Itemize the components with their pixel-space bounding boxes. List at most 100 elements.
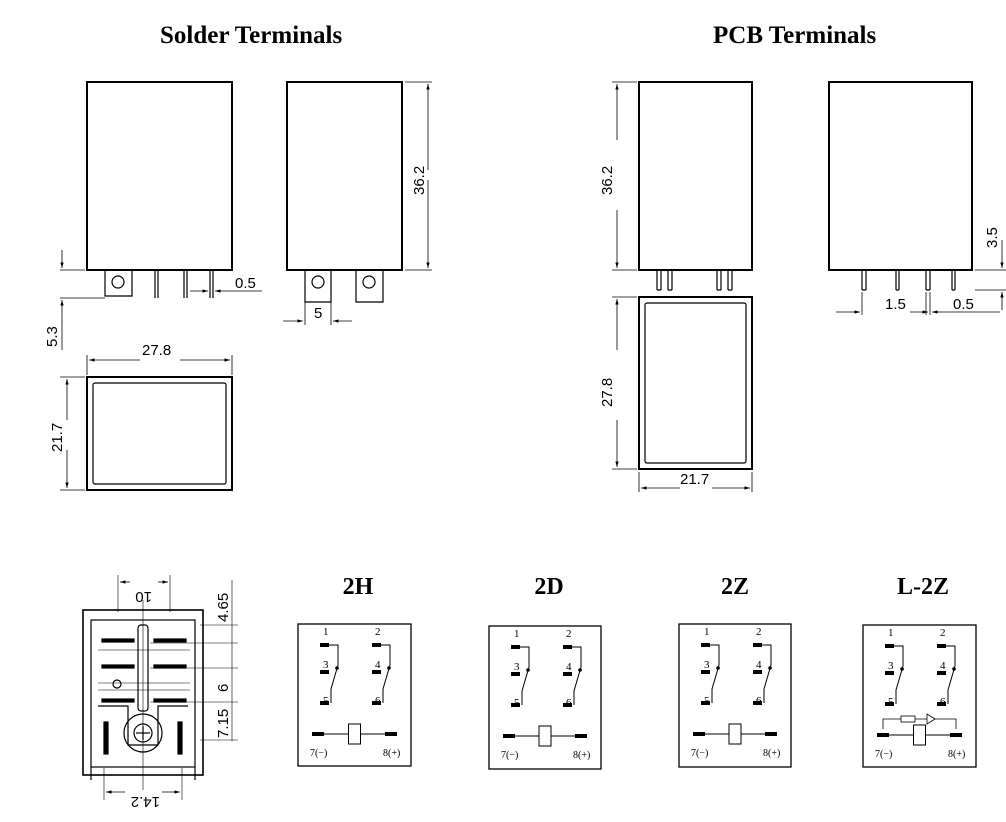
coil-pin	[575, 734, 587, 738]
pin-label: 3	[704, 659, 710, 671]
schematic-title: 2D	[534, 574, 563, 600]
pin-label: 3	[323, 659, 329, 671]
coil-pin	[693, 732, 705, 736]
schematic-frame	[297, 623, 412, 767]
coil-pin	[503, 734, 515, 738]
contact-pad	[511, 645, 520, 649]
pcb-width-label: 21.7	[680, 471, 709, 488]
contact-pad	[511, 703, 520, 707]
contact-pad	[320, 643, 329, 647]
coil-pin	[877, 733, 889, 737]
pin-label: 1	[704, 626, 710, 638]
contact-pad	[753, 670, 762, 674]
pin-label: 2	[566, 628, 572, 640]
pin-label: 3	[888, 660, 894, 672]
solder-pin-length-label: 5.3	[44, 326, 61, 347]
pin-label: 4	[756, 659, 762, 671]
solder-width-label: 21.7	[49, 423, 66, 452]
pcb-length-label: 27.8	[599, 378, 616, 407]
contact-dot	[335, 666, 339, 670]
solder-side-view	[283, 81, 432, 325]
contact-dot	[578, 668, 582, 672]
resistor	[900, 715, 916, 723]
contact-arm	[894, 645, 904, 704]
pin-label: 2	[940, 627, 946, 639]
coil-plus-label: 8(+)	[573, 750, 590, 761]
schematic-frame	[678, 623, 792, 768]
solder-pin-thickness-label: 0.5	[235, 275, 256, 292]
contact-pad	[885, 644, 894, 648]
contact-pad	[372, 643, 381, 647]
coil-minus-label: 7(−)	[501, 750, 518, 761]
contact-arm	[572, 646, 582, 705]
contact-arm	[762, 644, 772, 703]
contact-pad	[937, 702, 946, 706]
pcb-height-label: 36.2	[599, 166, 616, 195]
schematic-2d: 2D 1352467(−)8(+)	[488, 574, 602, 770]
pin-label: 2	[756, 626, 762, 638]
contact-pad	[937, 644, 946, 648]
pin-label: 4	[566, 661, 572, 673]
coil-pin	[312, 732, 324, 736]
contact-arm	[710, 644, 720, 703]
contact-dot	[716, 666, 720, 670]
pcb-top-view	[612, 296, 753, 492]
contact-pad	[885, 702, 894, 706]
pin-label: 2	[375, 626, 381, 638]
solder-front-view	[60, 81, 262, 350]
contact-pad	[511, 672, 520, 676]
contact-dot	[768, 666, 772, 670]
pin-label: 3	[514, 661, 520, 673]
coil-plus-label: 8(+)	[383, 748, 400, 759]
solder-terminals-title: Solder Terminals	[160, 22, 343, 49]
contact-pad	[701, 670, 710, 674]
contact-arm	[329, 644, 339, 703]
coil	[913, 724, 926, 746]
coil	[538, 725, 552, 747]
contact-pad	[753, 643, 762, 647]
coil-minus-label: 7(−)	[310, 748, 327, 759]
coil-plus-label: 8(+)	[763, 748, 780, 759]
contact-pad	[320, 701, 329, 705]
contact-pad	[563, 703, 572, 707]
pin-label: 4	[940, 660, 946, 672]
contact-pad	[563, 645, 572, 649]
pin-label: 1	[888, 627, 894, 639]
coil	[728, 723, 742, 745]
contact-arm	[946, 645, 956, 704]
coil-pin	[765, 732, 777, 736]
solder-height-label: 36.2	[411, 166, 428, 195]
schematic-title: 2H	[343, 574, 374, 600]
indicator-circuit	[882, 718, 957, 729]
contact-dot	[952, 667, 956, 671]
pcb-pin-spacing-label: 1.5	[885, 296, 906, 313]
contact-arm	[520, 646, 530, 705]
pin-label: 4	[375, 659, 381, 671]
contact-pad	[701, 701, 710, 705]
contact-pad	[372, 701, 381, 705]
pcb-front-view	[612, 81, 753, 291]
layout-row-pitch-label: 6	[215, 684, 232, 692]
pcb-pin-height-label: 3.5	[984, 227, 1001, 248]
coil-minus-label: 7(−)	[875, 749, 892, 760]
pcb-terminals-title: PCB Terminals	[713, 22, 877, 49]
pin-layout-view	[82, 575, 238, 800]
contact-pad	[885, 671, 894, 675]
pin-label: 1	[323, 626, 329, 638]
contact-pad	[701, 643, 710, 647]
contact-pad	[937, 671, 946, 675]
coil-pin	[950, 733, 962, 737]
pcb-pin-thickness-label: 0.5	[953, 296, 974, 313]
coil	[348, 723, 361, 745]
coil-pin	[385, 732, 397, 736]
schematic-2h: 2H 1352467(−)8(+)	[297, 574, 412, 767]
pcb-side-view	[828, 81, 1006, 315]
schematic-frame	[488, 625, 602, 770]
solder-pin-spacing-label: 5	[314, 305, 322, 322]
solder-length-label: 27.8	[142, 342, 171, 359]
layout-row-offset-label: 4.65	[215, 593, 232, 622]
coil-minus-label: 7(−)	[691, 748, 708, 759]
contact-arm	[381, 644, 391, 703]
contact-dot	[387, 666, 391, 670]
schematic-2z: 2Z 1352467(−)8(+)	[678, 574, 792, 768]
